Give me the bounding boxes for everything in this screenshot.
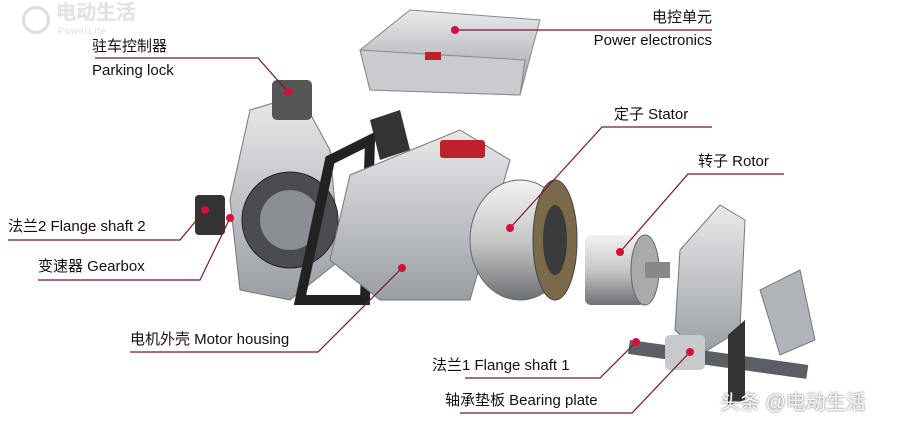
label-parking-lock-en: Parking lock	[92, 62, 174, 79]
label-flange-shaft-2: 法兰2 Flange shaft 2	[8, 218, 146, 235]
callout-dots	[201, 26, 694, 356]
flange-shaft-2-part	[195, 195, 225, 235]
label-rotor: 转子 Rotor	[698, 153, 769, 170]
stator-part	[469, 179, 578, 301]
leader-motor-housing	[130, 267, 403, 353]
leader-stator	[509, 126, 712, 229]
leader-rotor	[619, 173, 784, 253]
rotor-part	[585, 234, 670, 306]
watermark-text: 电动生活	[56, 2, 136, 24]
label-parking-lock-zh: 驻车控制器	[92, 38, 168, 55]
gasket-part	[293, 131, 376, 305]
output-shaft-part	[628, 320, 809, 405]
power-logo-icon	[22, 6, 50, 34]
label-flange-shaft-1: 法兰1 Flange shaft 1	[432, 357, 570, 374]
label-power-electronics-zh: 电控单元	[651, 9, 712, 26]
leader-lines	[8, 29, 784, 414]
label-stator: 定子 Stator	[614, 106, 689, 123]
watermark-subtext: PowerLife	[58, 26, 108, 36]
watermark-bottom: 头条 @电动生活	[720, 392, 866, 414]
motor-housing-part	[329, 110, 511, 301]
leader-gearbox	[38, 217, 231, 281]
leader-flange-shaft-2	[8, 209, 206, 241]
leader-bearing-plate	[460, 351, 691, 414]
label-gearbox: 变速器 Gearbox	[38, 258, 145, 275]
label-power-electronics-en: Power electronics	[593, 32, 712, 49]
leader-parking-lock	[95, 57, 289, 93]
leader-flange-shaft-1	[465, 341, 637, 379]
label-bearing-plate: 轴承垫板 Bearing plate	[445, 392, 598, 409]
label-motor-housing: 电机外壳 Motor housing	[130, 331, 290, 348]
power-electronics-unit	[359, 9, 541, 96]
